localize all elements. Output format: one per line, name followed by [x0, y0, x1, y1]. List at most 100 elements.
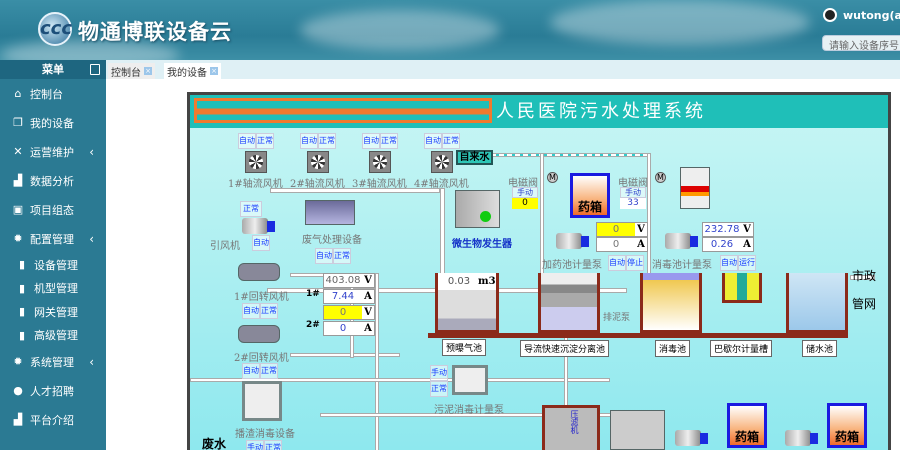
sidebar-item[interactable]: ▮高级管理 [0, 324, 106, 348]
storage-label: 储水池 [802, 340, 838, 357]
blower2-voltage: 0 [324, 306, 362, 319]
storage-tank [786, 273, 848, 333]
unit: V [364, 275, 372, 286]
sidebar-item[interactable]: ● 人才招聘 [0, 376, 106, 405]
sidebar-item-label: 高级管理 [34, 329, 78, 343]
induced-fan-icon [242, 218, 275, 234]
sidebar-item[interactable]: ▟平台介绍 [0, 405, 106, 434]
disinfect-pump-label: 消毒池计量泵 [652, 260, 712, 271]
pipe-network-label: 管网 [852, 297, 877, 311]
pre-aeration-label: 预曝气池 [442, 339, 487, 356]
sludge-tank-text: 压滤机 [570, 410, 579, 434]
exhaust-treatment-icon [305, 200, 355, 225]
status-auto: 自动 [238, 133, 256, 149]
sidebar-item[interactable]: ✹系统管理‹ [0, 347, 106, 376]
sidebar-item[interactable]: ⌂控制台 [0, 79, 106, 108]
unit: A [637, 239, 645, 250]
sidebar-item[interactable]: ▮设备管理 [0, 253, 106, 277]
monitor-icon: ▣ [12, 203, 24, 216]
user-menu[interactable]: wutong(adm [823, 8, 900, 22]
device-search-input[interactable]: 请输入设备序号... [822, 35, 900, 51]
blower2-icon [238, 325, 280, 343]
close-icon[interactable]: × [144, 67, 152, 75]
status-auto: 自动 [720, 255, 738, 271]
slag-disinfect-icon [242, 381, 282, 421]
sludge-dosing-pump-icon [452, 365, 488, 395]
user-icon: ● [13, 384, 23, 397]
chevron-left-icon: ‹ [89, 354, 94, 369]
tab-console[interactable]: 控制台× [108, 63, 155, 79]
valve-icon[interactable]: M [547, 172, 558, 183]
sidebar-item-label: 网关管理 [34, 305, 78, 319]
redaction-box [194, 98, 492, 123]
status-manual: 手动 [246, 440, 264, 450]
tap-water-label: 自来水 [456, 150, 493, 165]
valve-icon[interactable]: M [655, 172, 666, 183]
avatar [823, 8, 837, 22]
sidebar-item[interactable]: ✕运营维护‹ [0, 137, 106, 166]
sidebar-item-label: 数据分析 [30, 174, 74, 188]
blower1-icon [238, 263, 280, 281]
valve1-label: 电磁阀 [508, 178, 538, 189]
sidebar-item[interactable]: ❐我的设备 [0, 108, 106, 137]
status-auto: 自动 [242, 303, 260, 319]
axial-fan-icon [245, 151, 267, 173]
logo: ccc [38, 12, 72, 46]
sidebar-item[interactable]: ✹配置管理‹ [0, 224, 106, 253]
status-auto: 自动 [300, 133, 318, 149]
status-auto: 自动 [424, 133, 442, 149]
pre-tank-level: 0.03 [447, 276, 471, 287]
sidebar-item[interactable]: ▟数据分析 [0, 166, 106, 195]
disinfect-pump-icon [665, 233, 698, 249]
scada-diagram: 人民医院污水处理系统 自动正常 1#轴流风机自动正常 2#轴流风机自动正常 3#… [187, 92, 891, 450]
menu-header: 菜单 [0, 60, 106, 79]
tab-label: 我的设备 [167, 67, 207, 79]
status-manual: 手动 [430, 365, 448, 381]
disinfection-label: 消毒池 [655, 340, 691, 357]
sidebar-item-label: 平台介绍 [30, 413, 74, 427]
pump-icon [785, 430, 818, 446]
sidebar-toggle-icon[interactable] [90, 64, 100, 75]
sidebar-item-label: 设备管理 [34, 258, 78, 272]
sidebar-item[interactable]: ▮ 网关管理 [0, 300, 106, 324]
status-normal: 正常 [256, 133, 274, 149]
settling-tank [538, 273, 600, 333]
blower2-current: 0 [339, 323, 347, 334]
microbe-generator-icon [455, 190, 500, 228]
tab-label: 控制台 [111, 67, 141, 79]
sidebar-item-label: 运营维护 [30, 145, 74, 159]
status-normal: 正常 [260, 363, 278, 379]
parshall-flume [722, 273, 762, 303]
sidebar-item[interactable]: ▣项目组态 [0, 195, 106, 224]
dosing-current: 0 [612, 239, 620, 250]
status-stop: 停止 [626, 255, 644, 271]
sludge-dosing-label: 污泥消毒计量泵 [434, 405, 504, 416]
axial-fan-icon [307, 151, 329, 173]
fan-label: 1#轴流风机 [228, 179, 283, 190]
disinfect-voltage: 232.78 [704, 224, 740, 235]
status-normal: 正常 [260, 303, 278, 319]
tab-my-devices[interactable]: 我的设备× [164, 63, 221, 79]
close-icon[interactable]: × [210, 67, 218, 75]
induced-fan-label: 引风机 [210, 241, 240, 252]
chevron-left-icon: ‹ [89, 144, 94, 159]
status-normal: 正常 [264, 440, 282, 450]
status-run: 运行 [738, 255, 756, 271]
fan-label: 2#轴流风机 [290, 179, 345, 190]
filter-press-icon [610, 410, 665, 450]
brand-name: 物通博联设备云 [78, 19, 232, 44]
status-normal: 正常 [430, 381, 448, 397]
sidebar-item-label: 配置管理 [30, 232, 74, 246]
status-auto: 自动 [362, 133, 380, 149]
sidebar: 菜单 ⌂控制台❐我的设备✕运营维护‹▟数据分析▣项目组态✹配置管理‹▮设备管理▮… [0, 60, 106, 450]
bookmark-icon: ▮ [18, 305, 26, 319]
sidebar-item-label: 人才招聘 [30, 384, 74, 398]
medicine-box: 药箱 [570, 173, 610, 218]
unit: V [637, 224, 645, 235]
status-normal: 正常 [318, 133, 336, 149]
status-normal: 正常 [240, 201, 262, 217]
valve2-mode: 手动 [620, 187, 646, 198]
unit: A [364, 323, 372, 334]
sidebar-item[interactable]: ▮机型管理 [0, 277, 106, 301]
